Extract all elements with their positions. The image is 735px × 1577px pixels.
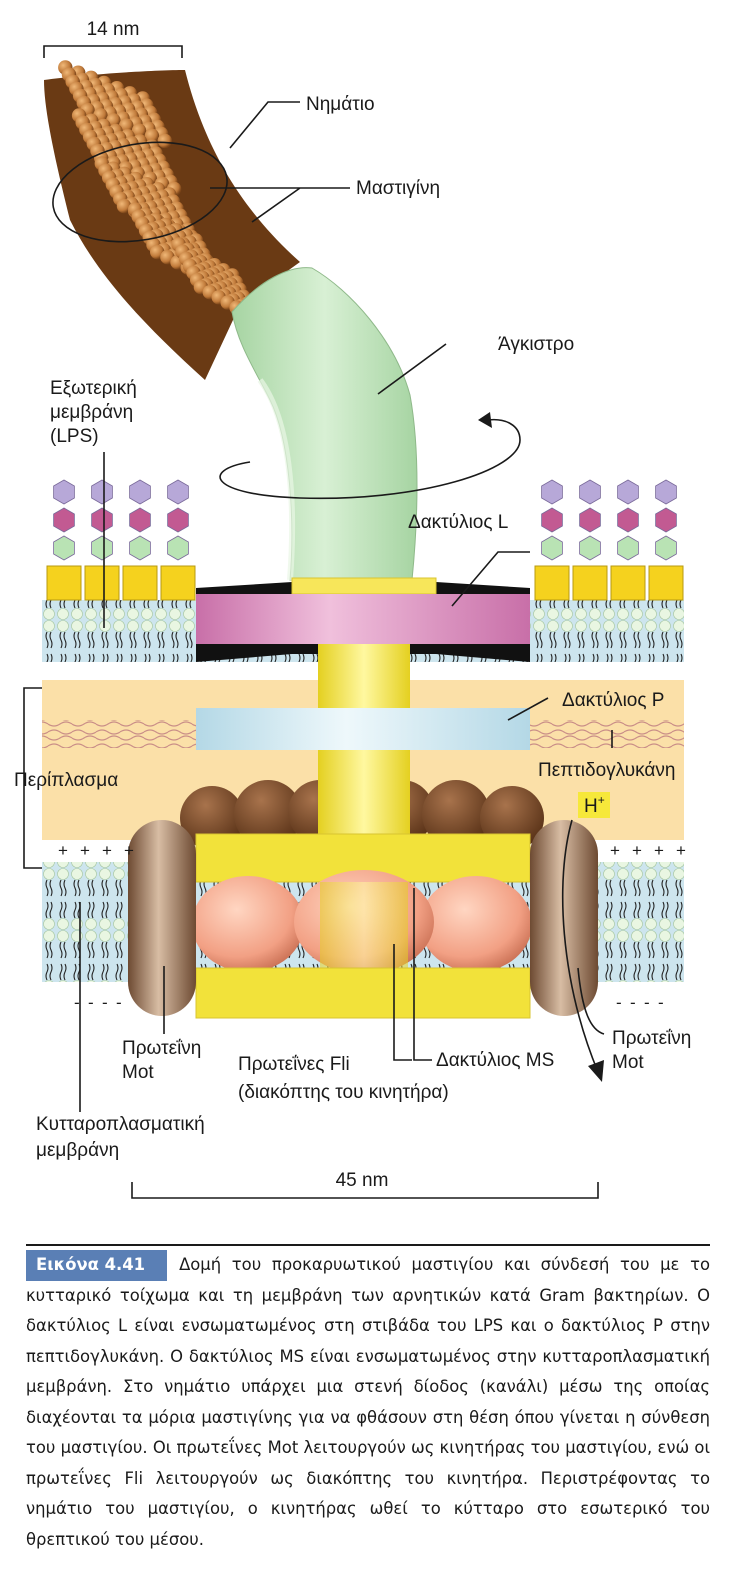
lps-lipid-a — [160, 565, 196, 601]
flagellin-bead — [119, 118, 134, 133]
minus-charge: - — [116, 993, 122, 1012]
lps-sugar-hexagon — [579, 479, 601, 505]
flagellin-bead — [131, 123, 147, 138]
cyto-membrane-label-2: μεμβράνη — [36, 1140, 119, 1161]
lps-layer — [46, 479, 684, 601]
mot-right-label-1: Πρωτεΐνη — [612, 1028, 691, 1049]
peptidoglycan-label: Πεπτιδογλυκάνη — [538, 760, 675, 781]
flagellin-bead — [157, 133, 172, 149]
filament-label: Νημάτιο — [306, 94, 375, 115]
plus-charge: + — [124, 841, 134, 860]
width-45-label: 45 nm — [336, 1170, 389, 1191]
plus-charge: + — [102, 841, 112, 860]
lps-sugar-hexagon — [617, 535, 639, 561]
minus-charge: - — [88, 993, 94, 1012]
lps-sugar-hexagon — [541, 479, 563, 505]
l-ring-label: Δακτύλιος L — [408, 512, 508, 533]
minus-charge: - — [616, 993, 622, 1012]
lps-sugar-hexagon — [617, 479, 639, 505]
lps-sugar-hexagon — [91, 535, 113, 561]
plus-charge: + — [654, 841, 664, 860]
outer-membrane-label-2: μεμβράνη — [50, 402, 133, 423]
lps-lipid-a — [84, 565, 120, 601]
lps-sugar-hexagon — [617, 507, 639, 533]
mot-left-label-2: Mot — [122, 1062, 154, 1083]
hook-label: Άγκιστρο — [498, 334, 574, 355]
outer-membrane-label-1: Εξωτερική — [50, 378, 137, 399]
membrane-charges: ++++++++-------- — [58, 841, 686, 1012]
plus-charge: + — [610, 841, 620, 860]
lps-sugar-hexagon — [579, 507, 601, 533]
minus-charge: - — [102, 993, 108, 1012]
periplasm-label: Περίπλασμα — [14, 770, 118, 791]
mot-left-label-1: Πρωτεΐνη — [122, 1038, 201, 1059]
figure-number-badge: Εικόνα 4.41 — [26, 1250, 168, 1281]
flagellum-diagram: 14 nm — [14, 19, 691, 1199]
minus-charge: - — [74, 993, 80, 1012]
mot-right-label-2: Mot — [612, 1052, 644, 1073]
outer-membrane-label-3: (LPS) — [50, 426, 99, 447]
lps-sugar-hexagon — [579, 535, 601, 561]
ms-ring-label: Δακτύλιος MS — [436, 1050, 554, 1071]
lps-sugar-hexagon — [541, 535, 563, 561]
lps-sugar-hexagon — [655, 507, 677, 533]
lps-sugar-hexagon — [129, 535, 151, 561]
lps-sugar-hexagon — [91, 507, 113, 533]
fli-label-1: Πρωτεΐνες Fli — [238, 1054, 350, 1075]
lps-sugar-hexagon — [655, 535, 677, 561]
ms-ring — [192, 870, 532, 974]
flagellin-bead — [144, 128, 160, 143]
lps-sugar-hexagon — [129, 479, 151, 505]
lps-sugar-hexagon — [655, 479, 677, 505]
hook — [231, 267, 418, 581]
plus-charge: + — [80, 841, 90, 860]
width-14-label: 14 nm — [87, 19, 140, 40]
lps-lipid-a — [648, 565, 684, 601]
lps-sugar-hexagon — [167, 479, 189, 505]
mot-protein-left — [128, 820, 196, 1016]
caption-text: Δομή του προκαρυωτικού μαστιγίου και σύν… — [26, 1255, 710, 1549]
lps-sugar-hexagon — [167, 507, 189, 533]
p-ring — [196, 708, 530, 750]
flagellin-bead — [116, 198, 132, 214]
p-ring-label: Δακτύλιος P — [562, 690, 664, 711]
minus-charge: - — [630, 993, 636, 1012]
proton-label: H+ — [584, 793, 605, 817]
lps-lipid-a — [122, 565, 158, 601]
lps-sugar-hexagon — [167, 535, 189, 561]
cyto-membrane-label-1: Κυτταροπλασματική — [36, 1114, 205, 1135]
lps-lipid-a — [534, 565, 570, 601]
lps-lipid-a — [610, 565, 646, 601]
lps-sugar-hexagon — [53, 507, 75, 533]
plus-charge: + — [632, 841, 642, 860]
fli-label-2: (διακόπτης του κινητήρα) — [238, 1082, 449, 1103]
lps-sugar-hexagon — [91, 479, 113, 505]
lps-lipid-a — [46, 565, 82, 601]
ms-ring-lower — [195, 967, 531, 1019]
lps-sugar-hexagon — [53, 535, 75, 561]
proton-badge — [578, 792, 610, 818]
minus-charge: - — [644, 993, 650, 1012]
lps-sugar-hexagon — [53, 479, 75, 505]
lps-lipid-a — [572, 565, 608, 601]
plus-charge: + — [676, 841, 686, 860]
minus-charge: - — [658, 993, 664, 1012]
filament — [44, 60, 300, 380]
lps-sugar-hexagon — [541, 507, 563, 533]
flagellin-label: Μαστιγίνη — [356, 178, 440, 199]
l-ring — [196, 594, 530, 644]
lps-sugar-hexagon — [129, 507, 151, 533]
plus-charge: + — [58, 841, 68, 860]
